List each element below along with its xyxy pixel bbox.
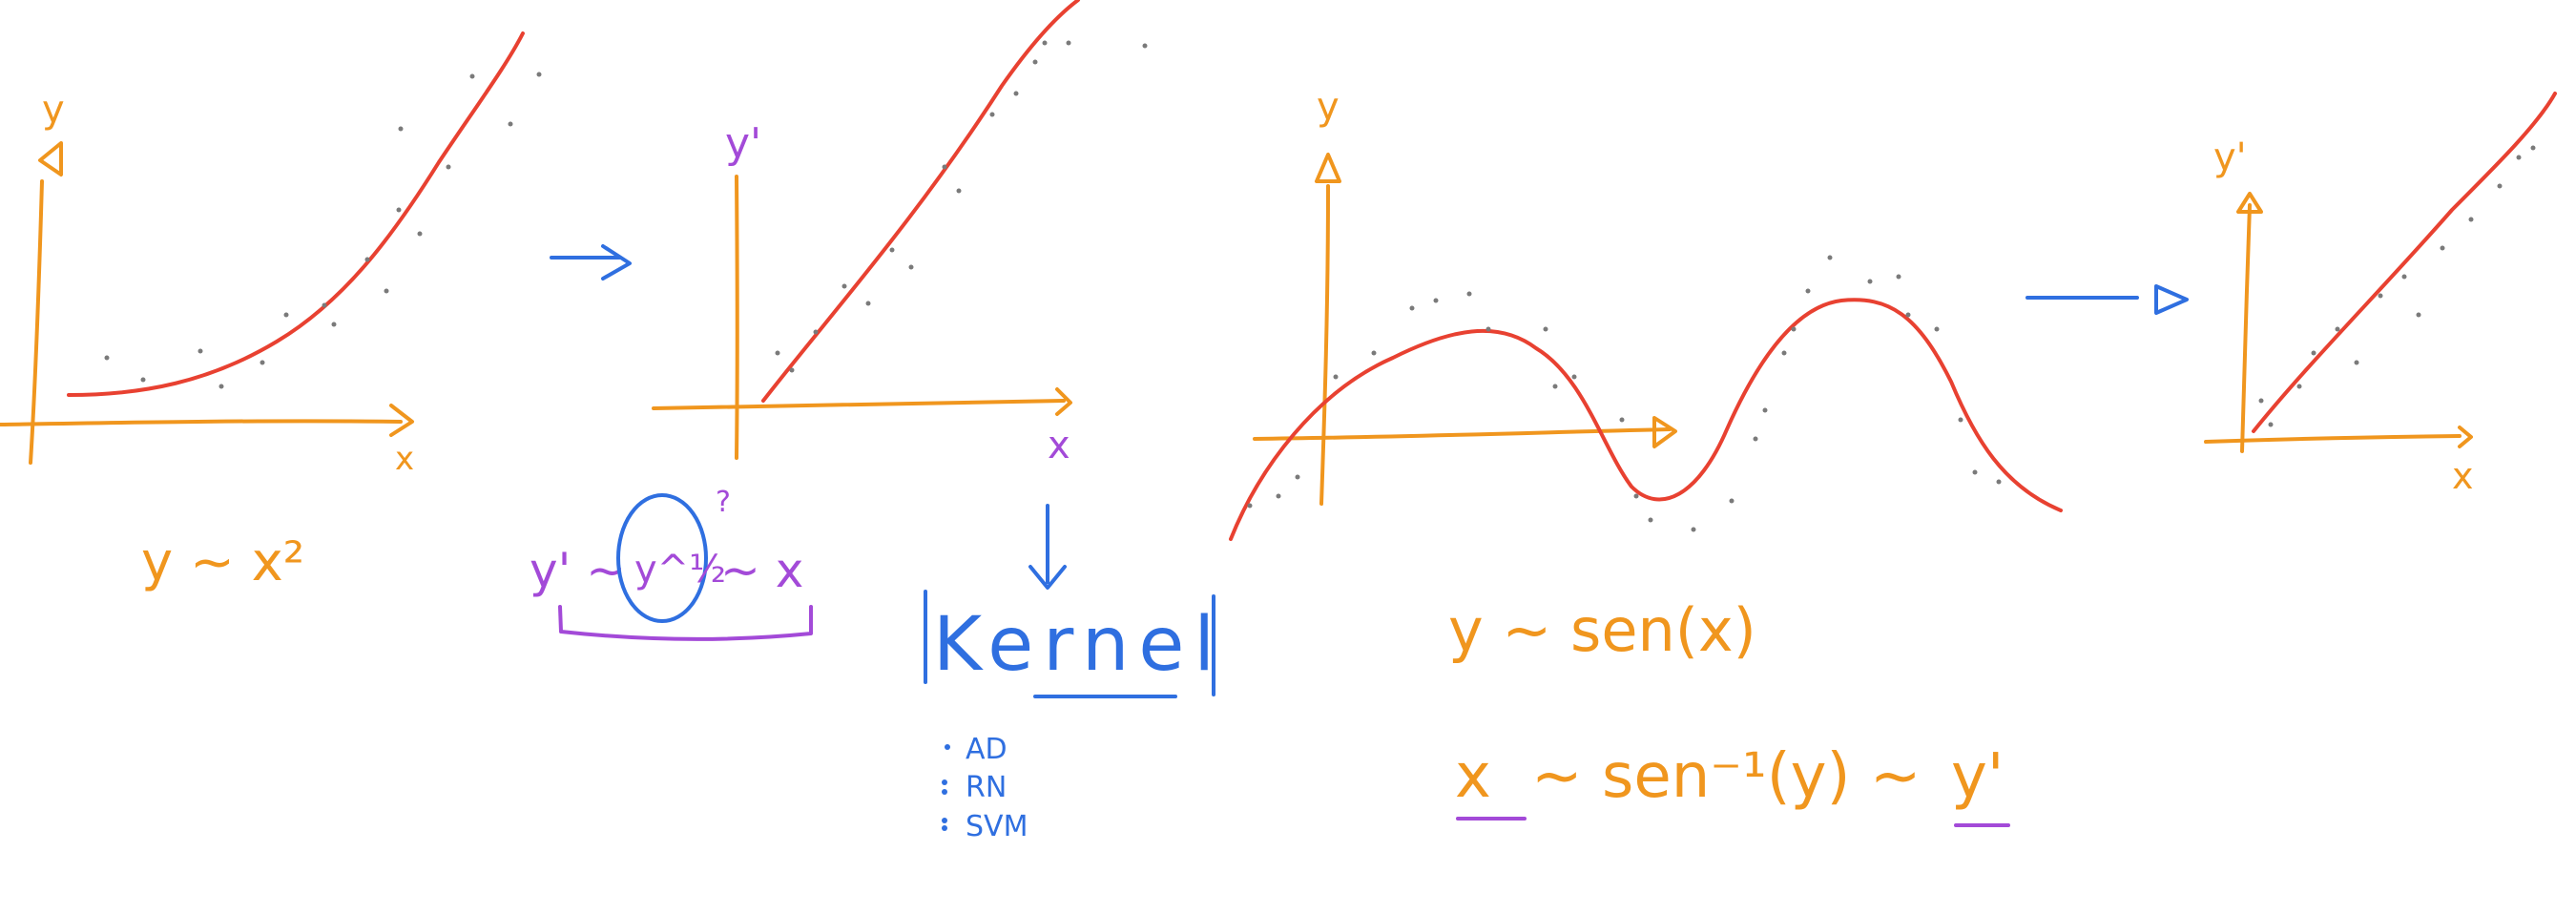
kernel-item-rn: RN (966, 771, 1007, 804)
x-axis (2204, 434, 2462, 444)
fit-curve (67, 31, 525, 397)
x-axis (0, 419, 403, 426)
y-axis-label: y (42, 88, 65, 132)
y-axis-label: y (1317, 85, 1340, 129)
x-axis (652, 399, 1066, 410)
formula-inverse-y: y' (1951, 741, 2004, 812)
kernel-title: Kernel (933, 602, 1224, 688)
x-axis-arrow-icon (1055, 387, 1072, 416)
transform-arrow-1 (550, 244, 632, 280)
panel-linearized: y' x y' ~ y^½ ? ~ x (530, 0, 1148, 641)
kernel-items: AD RN SVM (942, 733, 1028, 843)
data-points (775, 40, 1148, 373)
y-axis (29, 179, 44, 465)
data-points (1247, 255, 2002, 532)
formula-right: ~ x (720, 543, 803, 598)
arrow-right-icon (550, 244, 632, 280)
y-axis-label: y' (2213, 135, 2247, 179)
formula-sine: y ~ sen(x) (1448, 595, 1756, 665)
formula-inverse-mid: ~ sen⁻¹(y) ~ (1531, 741, 1921, 812)
data-points (104, 72, 542, 389)
kernel-item-ad: AD (966, 733, 1008, 766)
x-axis-arrow-icon (389, 404, 414, 437)
x-axis (1253, 427, 1672, 441)
x-axis-label: x (1048, 424, 1070, 467)
fit-line (2252, 92, 2557, 433)
x-axis-label: x (395, 440, 414, 478)
kernel-item-svm: SVM (966, 810, 1028, 843)
fit-line (761, 0, 1080, 403)
y-axis-label: y' (725, 119, 761, 168)
sine-curve (1229, 298, 2063, 541)
data-points (2258, 145, 2536, 427)
x-axis-label: x (2452, 455, 2474, 497)
panel-linearized-2: y' x (2204, 92, 2557, 497)
y-axis-arrow-icon (1315, 153, 1341, 183)
panel-sine: y y ~ sen(x) x ~ sen⁻¹(y) ~ y' (1229, 85, 2063, 827)
arrow-right-icon (2025, 284, 2189, 315)
bracket (558, 605, 813, 641)
y-axis-arrow-icon (38, 141, 63, 177)
question-mark: ? (716, 486, 731, 519)
arrow-down-icon (1028, 504, 1067, 590)
y-axis-arrow-icon (2236, 192, 2263, 214)
kernel-block: Kernel AD RN SVM (924, 590, 1224, 843)
circled-term-highlight (616, 493, 708, 623)
panel-quadratic: y x y ~ x² (0, 31, 542, 593)
formula-left: y' ~ (530, 543, 626, 598)
formula-inverse-x: x (1455, 741, 1491, 812)
x-axis-arrow-icon (2458, 426, 2473, 448)
circled-term: y^½ (634, 548, 726, 592)
y-axis (1319, 184, 1330, 506)
formula-quadratic: y ~ x² (141, 531, 304, 593)
transform-arrow-2 (2025, 284, 2189, 315)
y-axis (2240, 203, 2252, 453)
x-axis-arrow-icon (1652, 416, 1677, 448)
